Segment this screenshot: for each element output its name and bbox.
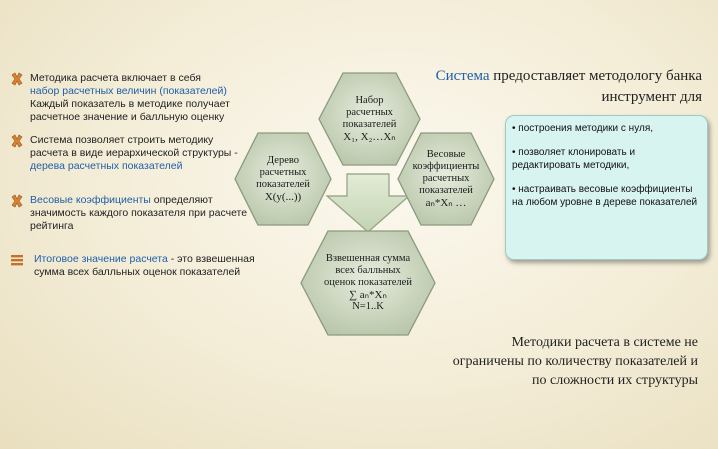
limitations-note: Методики расчета в системе не ограничены… [452, 335, 698, 388]
note-rest: определяют значимость каждого показателя… [30, 194, 248, 232]
x-mark-icon [10, 194, 24, 208]
hex-line: Дерево [267, 155, 299, 166]
hex-formula: ∑ aₙ*Xₙ [349, 289, 387, 301]
system-description-title: Система предоставляет методологу банка и… [430, 66, 702, 108]
note-intro: Методика расчета включает в себя [30, 72, 201, 84]
hex-line: коэффициенты [412, 161, 480, 172]
x-mark-icon [10, 134, 24, 148]
note-methodology: Методика расчета включает в себя набор р… [10, 72, 250, 124]
hex-line: показателей [342, 119, 397, 130]
note-intro: Система позволяет строить методику расче… [30, 134, 238, 159]
hex-line: Взвешенная сумма [325, 253, 411, 264]
capability-item: • позволяет клонировать и редактировать … [512, 146, 636, 172]
hex-indicator-set: Набор расчетных показателей X₁, X₂…Xₙ [318, 72, 421, 166]
note-rest: Каждый показатель в методике получает ра… [30, 98, 230, 123]
title-rest: предоставляет методологу банка инструмен… [489, 68, 702, 105]
hex-line: расчетных [346, 107, 393, 118]
hex-weight-coefficients: Весовые коэффициенты расчетных показател… [397, 132, 495, 226]
note-weights: Весовые коэффициенты определяют значимос… [10, 194, 250, 234]
hex-line: расчетных [259, 167, 307, 178]
note-highlight: Весовые коэффициенты [30, 194, 151, 206]
hex-range: N=1..K [352, 301, 384, 312]
title-highlight: Система [435, 68, 490, 84]
hex-formula: X₁, X₂…Xₙ [343, 131, 396, 143]
note-highlight: Итоговое значение расчета [34, 253, 168, 265]
note-hierarchy: Система позволяет строить методику расче… [10, 134, 250, 176]
hex-indicator-tree: Дерево расчетных показателей X(y(...)) [234, 132, 332, 226]
note-highlight: набор расчетных величин (показателей) [30, 85, 227, 97]
hex-formula: aₙ*Xₙ … [425, 197, 467, 209]
hex-line: Весовые [426, 149, 466, 160]
note-rest: - это взвешенная сумма всех балльных оце… [34, 253, 255, 278]
note-highlight: дерева расчетных показателей [30, 160, 183, 172]
hex-line: расчетных [422, 173, 470, 184]
capability-item: • построения методики с нуля, [512, 123, 654, 134]
hex-line: показателей [419, 185, 473, 196]
x-mark-icon [10, 72, 24, 86]
list-bars-icon [10, 253, 24, 267]
capabilities-box: • построения методики с нуля, • позволяе… [505, 115, 708, 260]
hex-weighted-sum: Взвешенная сумма всех балльных оценок по… [300, 230, 436, 336]
hex-line: показателей [256, 179, 310, 190]
hex-line: оценок показателей [324, 277, 412, 288]
hex-formula: X(y(...)) [264, 191, 302, 203]
note-total: Итоговое значение расчета - это взвешенн… [10, 253, 255, 293]
down-arrow-icon [325, 173, 411, 233]
capability-item: • настраивать весовые коэффициенты на лю… [512, 183, 698, 209]
hex-line: всех балльных [335, 265, 401, 276]
hex-line: Набор [355, 95, 384, 106]
